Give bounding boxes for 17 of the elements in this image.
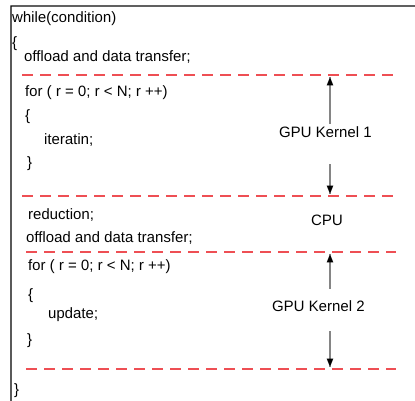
- code-line: update;: [48, 305, 98, 323]
- code-line: iteratin;: [44, 131, 94, 149]
- code-line: {: [28, 286, 34, 304]
- region-label: GPU Kernel 2: [272, 298, 365, 316]
- code-line: {: [12, 34, 18, 52]
- code-line: }: [27, 154, 32, 172]
- code-line: for ( r = 0; r < N; r ++): [25, 83, 168, 101]
- code-line: for ( r = 0; r < N; r ++): [28, 257, 171, 275]
- region-label: CPU: [311, 212, 343, 230]
- code-line: {: [25, 107, 30, 125]
- code-line: }: [14, 381, 20, 399]
- code-line: offload and data transfer;: [26, 229, 193, 247]
- code-line: }: [27, 331, 32, 349]
- code-line: reduction;: [28, 206, 94, 224]
- code-line: while(condition): [12, 9, 116, 27]
- region-label: GPU Kernel 1: [279, 124, 372, 142]
- code-line: offload and data transfer;: [24, 48, 191, 66]
